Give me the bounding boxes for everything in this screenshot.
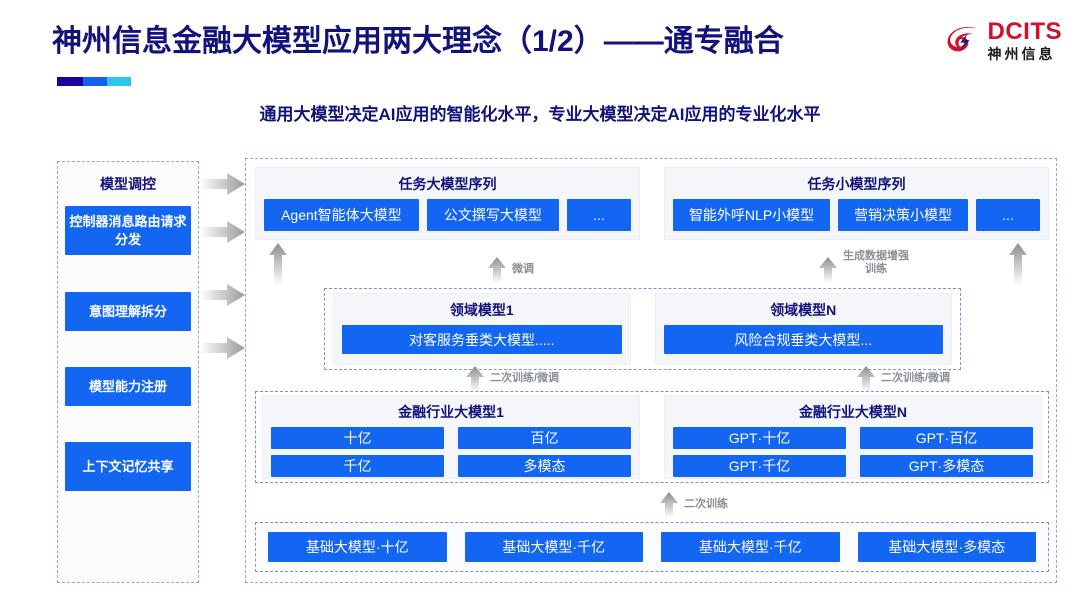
industry-box-1-billion[interactable]: 十亿 — [271, 427, 444, 449]
logo-text-block: DCITS 神州信息 — [987, 18, 1063, 62]
sidebar-item-controller-routing[interactable]: 控制器消息路由请求分发 — [65, 206, 191, 255]
flow-arrow-right-2 — [200, 221, 245, 243]
flow-arrow-up-data-augment — [819, 257, 837, 283]
accent-segment-navy — [57, 77, 83, 86]
base-model-1-billion[interactable]: 基础大模型·十亿 — [268, 532, 447, 562]
flow-arrow-up-retrain-left — [466, 366, 484, 392]
industry-box-gpt-1-billion[interactable]: GPT·十亿 — [673, 427, 846, 449]
sidebar-spacer-2 — [65, 331, 191, 367]
base-model-container: 基础大模型·十亿 基础大模型·千亿 基础大模型·千亿 基础大模型·多模态 — [255, 522, 1049, 572]
task-large-model-boxes: Agent智能体大模型 公文撰写大模型 ... — [256, 199, 639, 231]
arrow-label-retrain-finetune-right: 二次训练/微调 — [881, 372, 951, 384]
sidebar-item-capability-registry[interactable]: 模型能力注册 — [65, 367, 191, 406]
model-box-marketing-decision[interactable]: 营销决策小模型 — [838, 199, 969, 231]
industry-model-1-title: 金融行业大模型1 — [398, 404, 504, 420]
domain-model-1-box[interactable]: 对客服务垂类大模型..... — [342, 325, 622, 354]
arrow-label-retrain: 二次训练 — [684, 498, 728, 510]
logo-cn-text: 神州信息 — [987, 46, 1056, 62]
industry-model-n-title: 金融行业大模型N — [798, 404, 908, 420]
accent-segment-cyan — [107, 77, 131, 86]
task-sequence-row: 任务大模型序列 Agent智能体大模型 公文撰写大模型 ... 任务小模型序列 … — [255, 167, 1049, 240]
domain-model-row: 领域模型1 对客服务垂类大模型..... 领域模型N 风险合规垂类大模型... — [325, 289, 960, 369]
industry-box-100-billion[interactable]: 千亿 — [271, 455, 444, 477]
model-box-more-large[interactable]: ... — [567, 199, 631, 231]
sidebar-spacer-3 — [65, 406, 191, 442]
industry-model-n-boxes: GPT·十亿 GPT·百亿 GPT·千亿 GPT·多模态 — [665, 427, 1041, 477]
arrow-label-finetune: 微调 — [512, 263, 534, 275]
model-box-more-small[interactable]: ... — [976, 199, 1041, 231]
task-large-model-sequence: 任务大模型序列 Agent智能体大模型 公文撰写大模型 ... — [255, 167, 640, 240]
model-box-outbound-nlp[interactable]: 智能外呼NLP小模型 — [673, 199, 831, 231]
flow-arrow-right-4 — [200, 337, 245, 359]
accent-segment-blue — [83, 77, 107, 86]
base-model-multimodal[interactable]: 基础大模型·多模态 — [857, 532, 1036, 562]
base-model-100-billion-b[interactable]: 基础大模型·千亿 — [661, 532, 840, 562]
task-small-model-title: 任务小模型序列 — [807, 176, 906, 192]
flow-arrow-right-1 — [200, 173, 245, 195]
accent-bar — [57, 77, 131, 86]
industry-box-gpt-10-billion[interactable]: GPT·百亿 — [860, 427, 1033, 449]
arrow-label-data-augment: 生成数据增强 训练 — [843, 250, 909, 275]
task-small-model-boxes: 智能外呼NLP小模型 营销决策小模型 ... — [665, 199, 1048, 231]
industry-model-row: 金融行业大模型1 十亿 百亿 千亿 多模态 金融行业大模型N GPT·十亿 GP… — [256, 392, 1048, 482]
flow-arrow-up-agent — [269, 243, 287, 285]
flow-arrow-up-finetune — [488, 257, 506, 283]
dcits-swirl-icon — [947, 26, 977, 53]
industry-model-container: 金融行业大模型1 十亿 百亿 千亿 多模态 金融行业大模型N GPT·十亿 GP… — [255, 391, 1049, 483]
industry-model-n: 金融行业大模型N GPT·十亿 GPT·百亿 GPT·千亿 GPT·多模态 — [664, 395, 1042, 479]
flow-arrow-up-retrain-right — [857, 366, 875, 392]
flow-arrow-up-small-seq — [1009, 243, 1027, 285]
sidebar-title: 模型调控 — [100, 176, 156, 192]
flow-arrow-up-retrain — [660, 492, 678, 518]
model-control-panel: 模型调控 控制器消息路由请求分发 意图理解拆分 模型能力注册 上下文记忆共享 — [57, 161, 199, 583]
base-model-row: 基础大模型·十亿 基础大模型·千亿 基础大模型·千亿 基础大模型·多模态 — [256, 523, 1048, 571]
industry-model-1: 金融行业大模型1 十亿 百亿 千亿 多模态 — [262, 395, 640, 479]
base-model-100-billion-a[interactable]: 基础大模型·千亿 — [464, 532, 643, 562]
sidebar-item-context-memory[interactable]: 上下文记忆共享 — [65, 442, 191, 491]
domain-model-container: 领域模型1 对客服务垂类大模型..... 领域模型N 风险合规垂类大模型... — [324, 288, 961, 370]
task-small-model-sequence: 任务小模型序列 智能外呼NLP小模型 营销决策小模型 ... — [664, 167, 1049, 240]
architecture-diagram: 任务大模型序列 Agent智能体大模型 公文撰写大模型 ... 任务小模型序列 … — [245, 158, 1057, 583]
company-logo: DCITS 神州信息 — [942, 20, 1063, 61]
model-box-agent[interactable]: Agent智能体大模型 — [264, 199, 419, 231]
domain-model-1-title: 领域模型1 — [449, 302, 514, 318]
page-subtitle: 通用大模型决定AI应用的智能化水平，专业大模型决定AI应用的专业化水平 — [259, 105, 821, 124]
flow-arrow-right-3 — [200, 284, 245, 306]
sidebar-item-intent-parsing[interactable]: 意图理解拆分 — [65, 292, 191, 331]
industry-box-multimodal[interactable]: 多模态 — [458, 455, 631, 477]
domain-model-1: 领域模型1 对客服务垂类大模型..... — [333, 293, 631, 365]
domain-model-n: 领域模型N 风险合规垂类大模型... — [654, 293, 952, 365]
page-title: 神州信息金融大模型应用两大理念（1/2）——通专融合 — [52, 25, 784, 58]
model-box-document-writing[interactable]: 公文撰写大模型 — [426, 199, 559, 231]
industry-box-gpt-multimodal[interactable]: GPT·多模态 — [860, 455, 1033, 477]
industry-model-1-boxes: 十亿 百亿 千亿 多模态 — [263, 427, 639, 477]
domain-model-n-title: 领域模型N — [770, 302, 837, 318]
domain-model-n-box[interactable]: 风险合规垂类大模型... — [663, 325, 943, 354]
sidebar-spacer-1 — [65, 255, 191, 292]
arrow-label-retrain-finetune-left: 二次训练/微调 — [490, 372, 560, 384]
industry-box-gpt-100-billion[interactable]: GPT·千亿 — [673, 455, 846, 477]
logo-en-text: DCITS — [987, 18, 1062, 45]
industry-box-10-billion[interactable]: 百亿 — [458, 427, 631, 449]
task-large-model-title: 任务大模型序列 — [398, 176, 497, 192]
